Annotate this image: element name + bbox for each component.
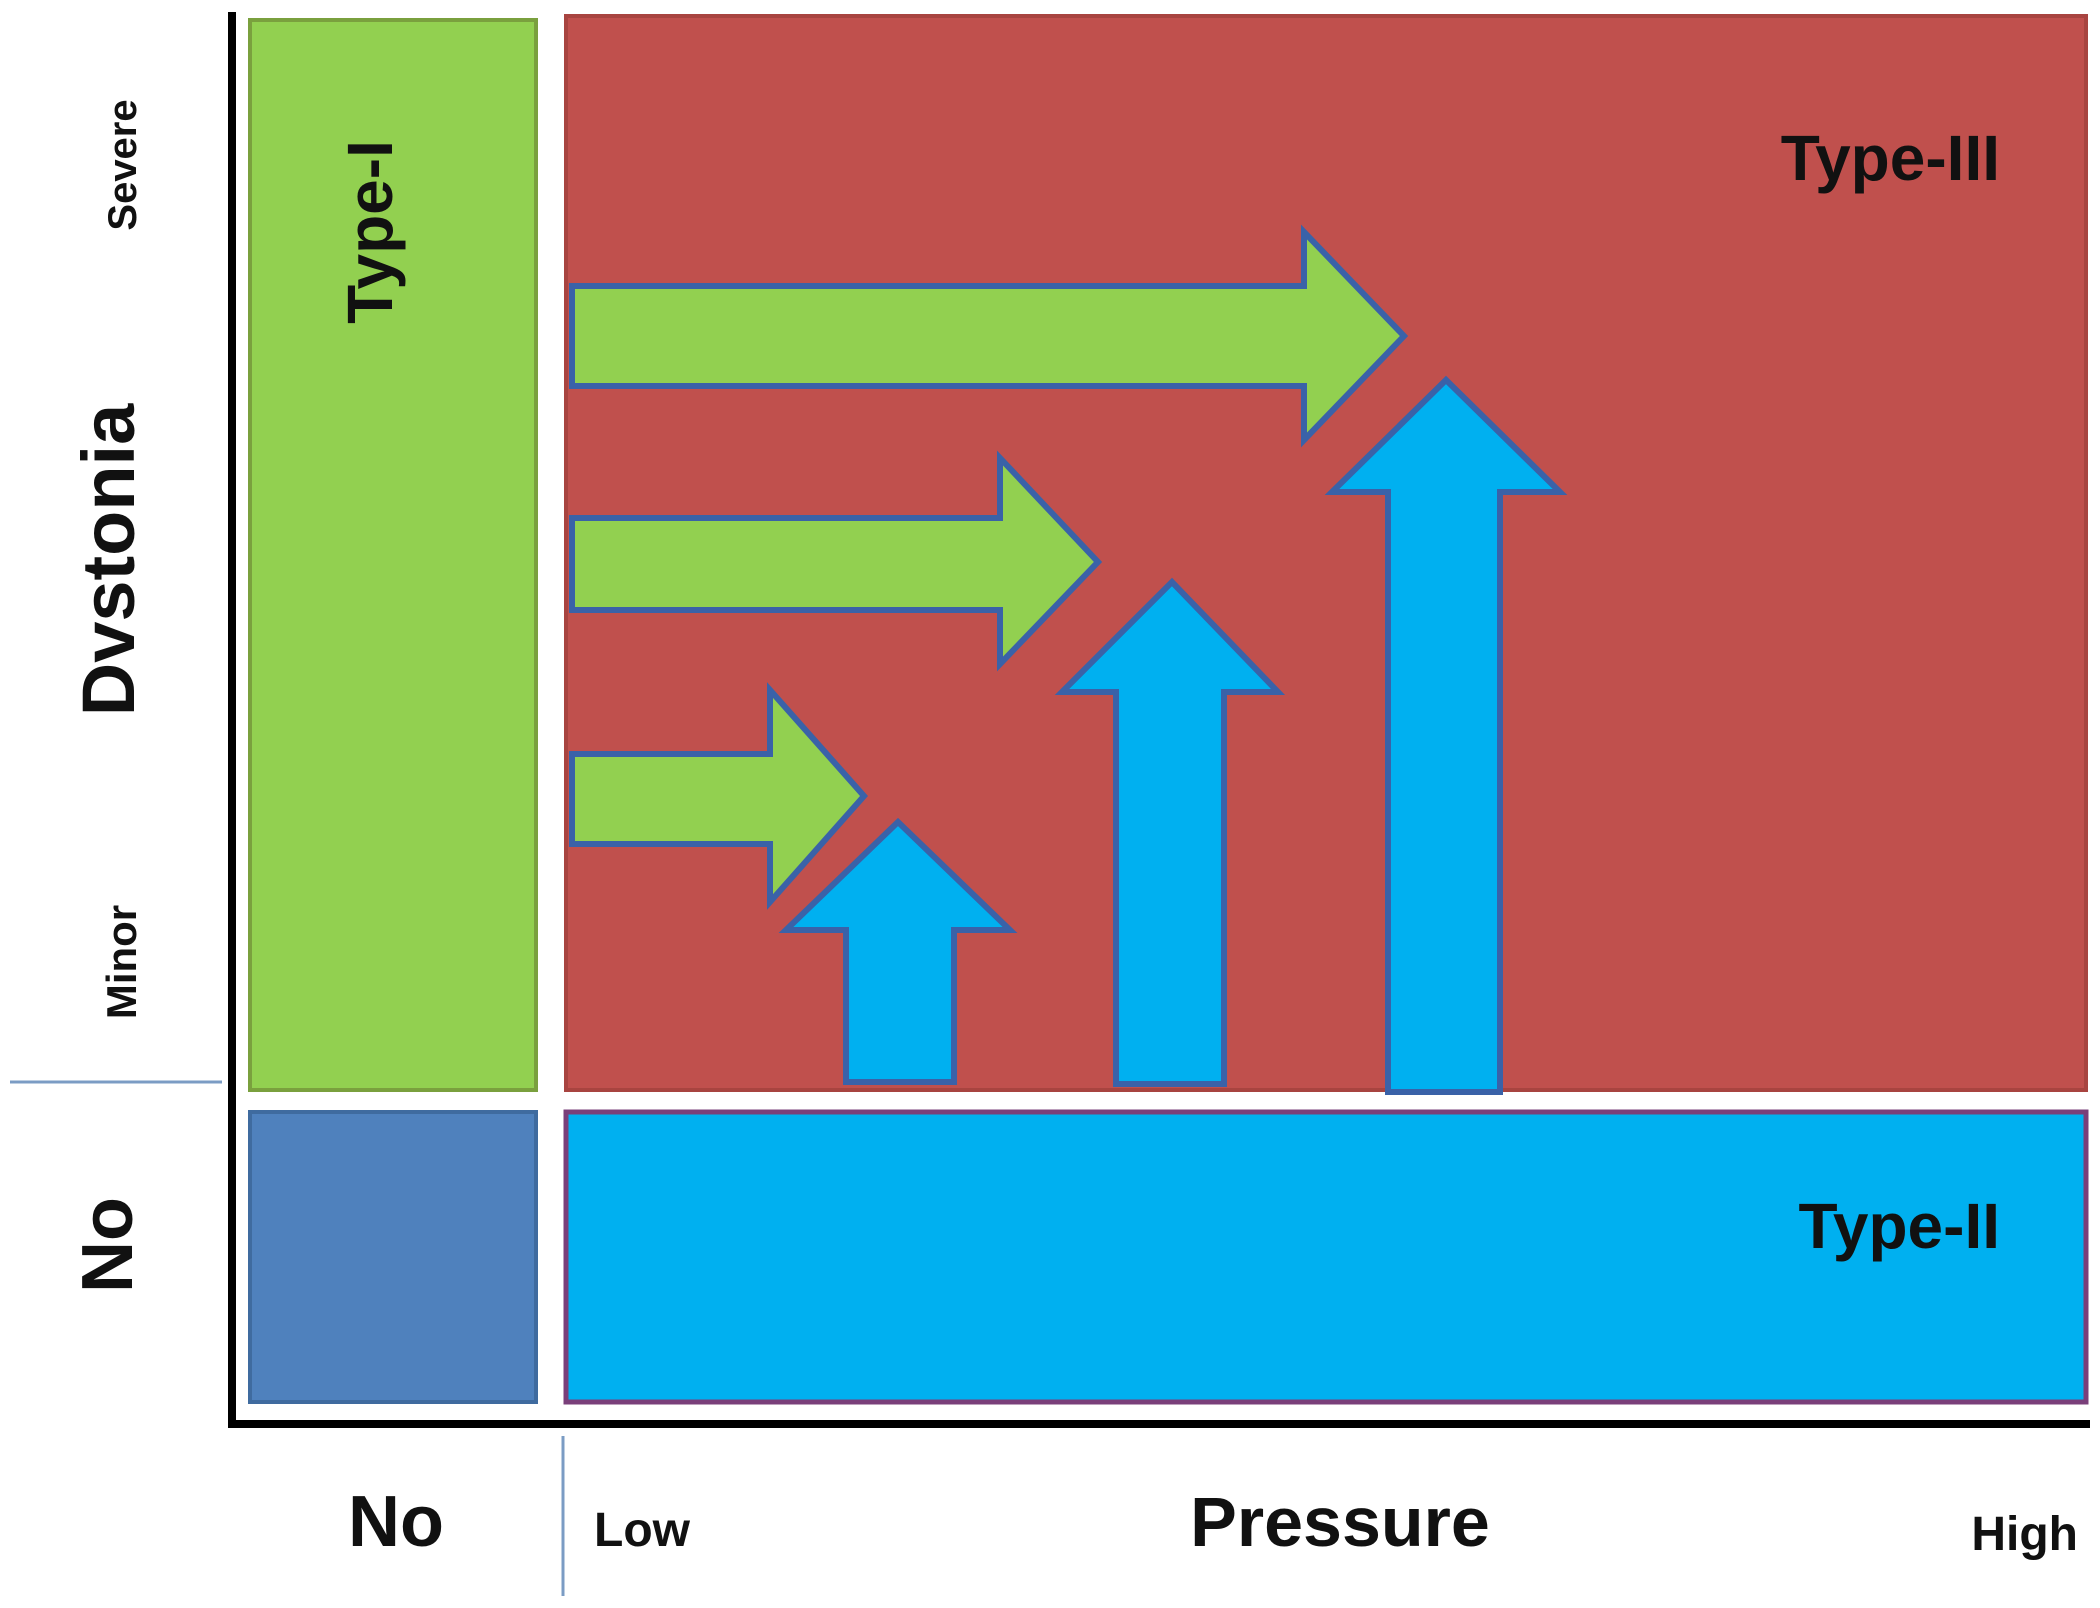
vertical-arrow-3 [1324, 375, 1568, 1095]
x-axis-low-label: Low [594, 1504, 691, 1557]
y-axis-minor-label: Minor [98, 905, 145, 1019]
x-axis-high-label: High [1971, 1508, 2078, 1561]
vertical-arrow-1 [778, 817, 1018, 1085]
type2-region [563, 1109, 2089, 1405]
x-axis-no-label: No [348, 1482, 444, 1562]
vertical-arrow-2 [1054, 577, 1286, 1087]
x-axis-title: Pressure [1190, 1483, 1490, 1561]
y-axis-title: Dvstonia [67, 403, 150, 716]
y-axis-no-label: No [68, 1197, 148, 1293]
horizontal-arrow-1 [569, 682, 869, 910]
no-no-corner-region [248, 1110, 538, 1404]
type2-label: Type-II [1799, 1190, 2001, 1262]
y-axis-severe-label: Severe [101, 99, 145, 230]
type3-label: Type-III [1781, 122, 2000, 194]
type1-label: Type-I [334, 140, 406, 324]
horizontal-arrow-2 [569, 450, 1103, 672]
type1-region [248, 18, 538, 1092]
horizontal-arrow-3 [569, 224, 1409, 448]
